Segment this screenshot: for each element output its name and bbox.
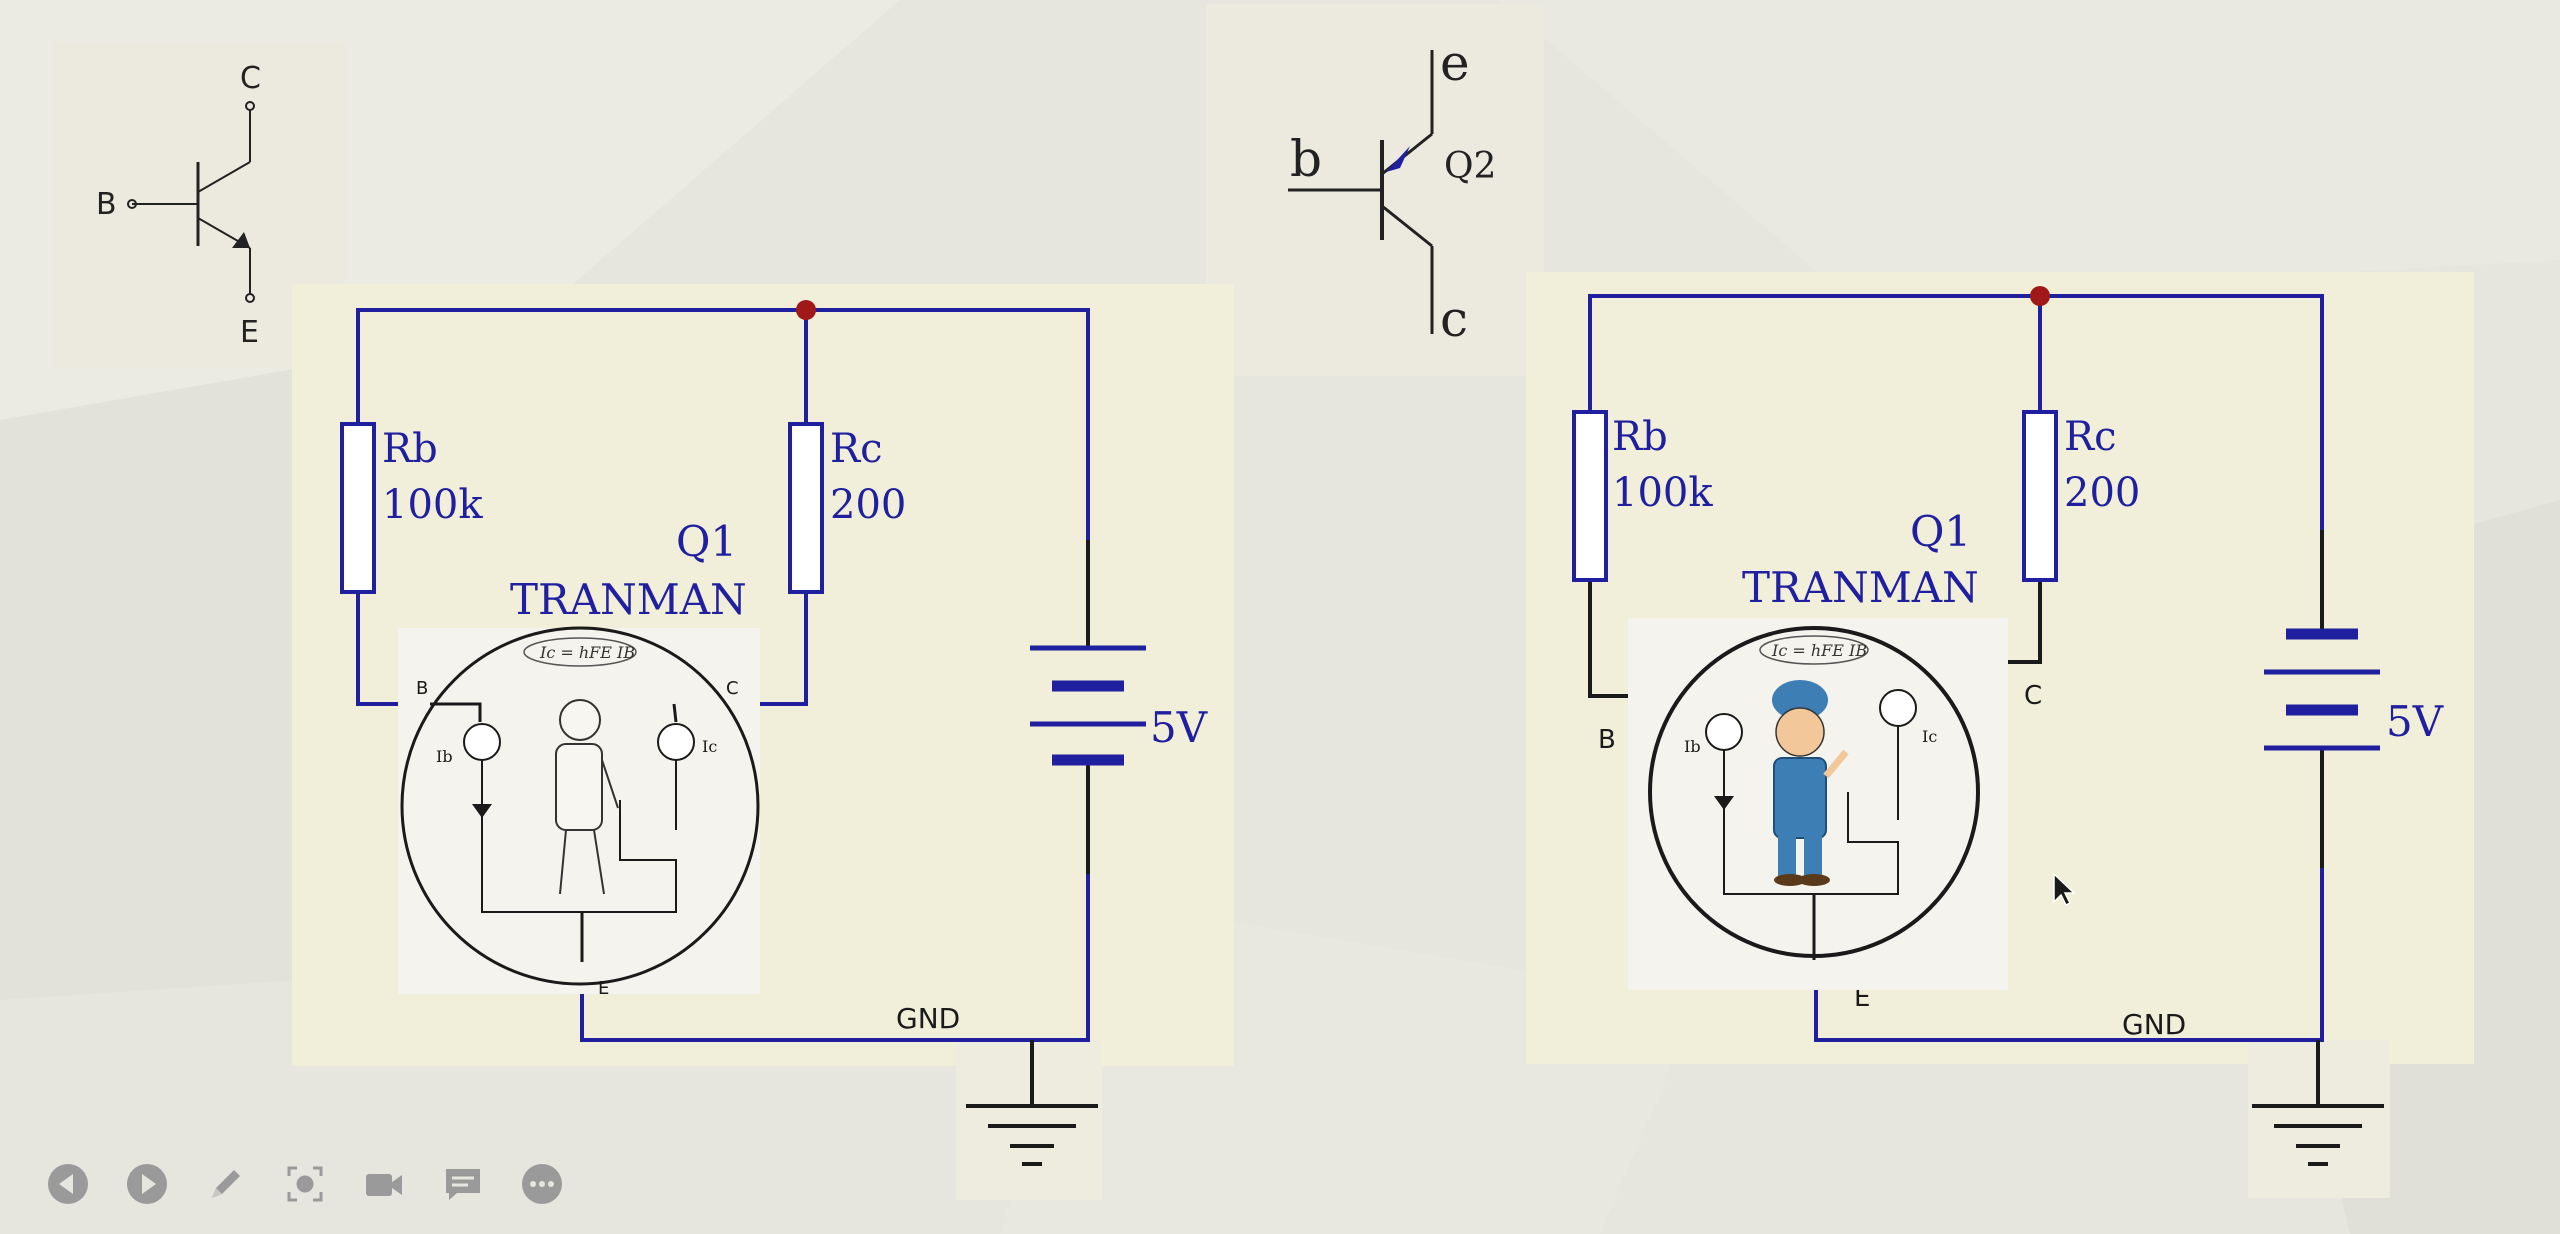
ground-left-panel bbox=[956, 1040, 1102, 1200]
pin-b-left: B bbox=[416, 678, 428, 699]
pnp-collector-label: c bbox=[1440, 290, 1468, 348]
tranman-figure-right bbox=[1772, 680, 1849, 886]
q-name-left: Q1 bbox=[676, 517, 737, 566]
rc-name-left: Rc bbox=[830, 426, 883, 472]
npn-transistor-symbol: C B E bbox=[96, 61, 261, 350]
pin-c-left: C bbox=[726, 678, 739, 699]
formula-left: Ic = hFE IB bbox=[539, 643, 635, 662]
q-model-right: TRANMAN bbox=[1742, 563, 1979, 612]
rb-value-right: 100k bbox=[1612, 470, 1713, 516]
meter-b-label-left: Ib bbox=[436, 747, 453, 766]
rb-resistor-left bbox=[340, 422, 376, 594]
pin-b-right: B bbox=[1598, 725, 1616, 755]
comment-icon bbox=[446, 1169, 480, 1200]
rb-name-left: Rb bbox=[382, 426, 438, 472]
pnp-base-label: b bbox=[1290, 130, 1322, 188]
junction-dot-right bbox=[2030, 286, 2050, 306]
rb-value-left: 100k bbox=[382, 482, 483, 528]
tranman-figure-left bbox=[555, 699, 619, 895]
rc-resistor-left bbox=[788, 422, 824, 594]
pin-e-left: E bbox=[598, 978, 609, 999]
rc-value-left: 200 bbox=[830, 482, 906, 528]
prev-icon bbox=[48, 1164, 88, 1204]
ground-symbol-left bbox=[966, 1040, 1098, 1166]
pin-c-right: C bbox=[2024, 681, 2042, 711]
mouse-cursor-icon bbox=[2053, 872, 2076, 907]
q-name-right: Q1 bbox=[1910, 507, 1971, 556]
more-button[interactable] bbox=[516, 1158, 568, 1210]
junction-dot-left bbox=[796, 300, 816, 320]
formula-right: Ic = hFE IB bbox=[1771, 641, 1867, 660]
next-icon bbox=[127, 1164, 167, 1204]
comment-button[interactable] bbox=[437, 1158, 489, 1210]
pen-icon bbox=[212, 1170, 240, 1198]
npn-base-label: B bbox=[96, 187, 117, 222]
screenshot-icon bbox=[287, 1166, 323, 1202]
meter-b-right bbox=[1705, 713, 1743, 751]
pin-e-right: E bbox=[1854, 983, 1870, 1013]
camera-icon bbox=[366, 1174, 402, 1196]
rc-name-right: Rc bbox=[2064, 414, 2117, 460]
pnp-emitter-label: e bbox=[1440, 34, 1470, 92]
battery-right bbox=[2264, 628, 2380, 751]
pnp-symbol-card: e b c Q2 bbox=[1206, 4, 1544, 376]
meter-c-label-right: Ic bbox=[1922, 727, 1937, 746]
meter-c-label-left: Ic bbox=[702, 737, 717, 756]
ground-symbol-right bbox=[2252, 1040, 2384, 1166]
prev-button[interactable] bbox=[42, 1158, 94, 1210]
battery-left bbox=[1030, 645, 1146, 766]
pen-button[interactable] bbox=[200, 1158, 252, 1210]
meter-c-right bbox=[1879, 689, 1917, 727]
supply-label-left: 5V bbox=[1150, 703, 1208, 752]
npn-emitter-label: E bbox=[240, 315, 259, 350]
next-button[interactable] bbox=[121, 1158, 173, 1210]
rb-name-right: Rb bbox=[1612, 414, 1668, 460]
rc-value-right: 200 bbox=[2064, 470, 2140, 516]
q-model-left: TRANMAN bbox=[510, 575, 747, 624]
more-icon bbox=[522, 1164, 562, 1204]
pnp-transistor-symbol: e b c Q2 bbox=[1288, 34, 1496, 348]
supply-label-right: 5V bbox=[2386, 697, 2444, 746]
gnd-label-left: GND bbox=[896, 1002, 960, 1035]
screenshot-button[interactable] bbox=[279, 1158, 331, 1210]
presentation-toolbar bbox=[42, 1158, 568, 1210]
camera-button[interactable] bbox=[358, 1158, 410, 1210]
gnd-label-right: GND bbox=[2122, 1008, 2186, 1041]
rc-resistor-right bbox=[2022, 410, 2058, 582]
npn-collector-label: C bbox=[240, 61, 261, 96]
pnp-name-label: Q2 bbox=[1444, 146, 1496, 187]
meter-b-label-right: Ib bbox=[1684, 737, 1701, 756]
rb-resistor-right bbox=[1572, 410, 1608, 582]
